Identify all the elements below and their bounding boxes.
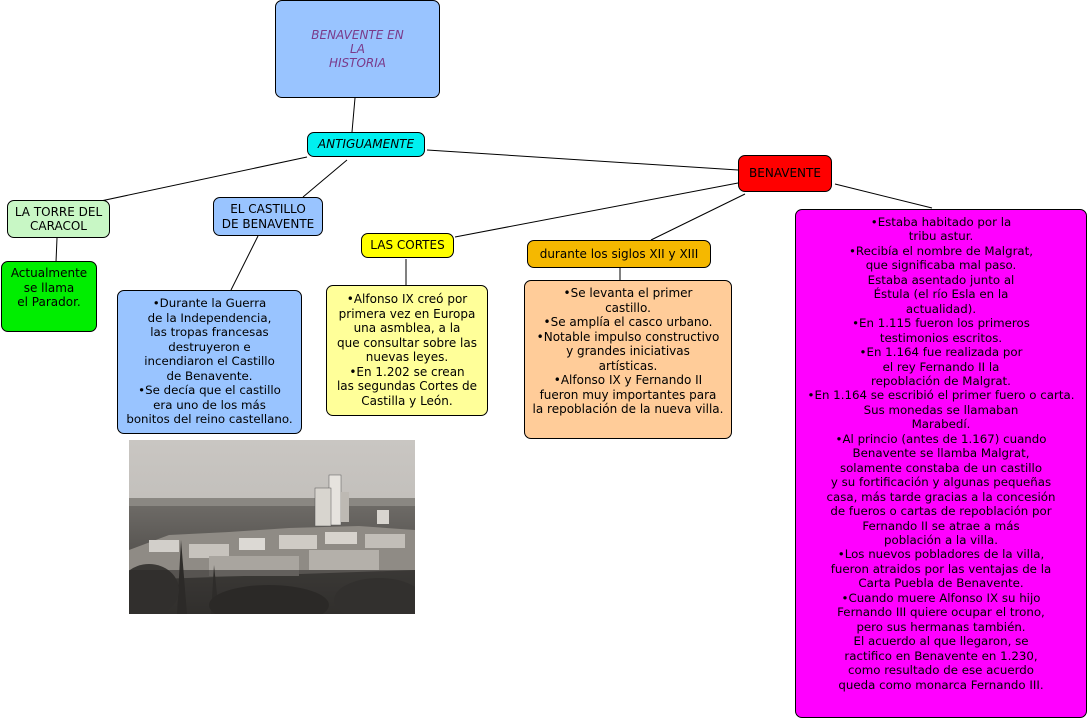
actualmente-node: Actualmente se llama el Parador. bbox=[1, 261, 97, 332]
connector-castillo-detail bbox=[230, 235, 259, 291]
siglos-detail-node: •Se levanta el primer castillo. •Se ampl… bbox=[524, 280, 732, 439]
connector-torre-actualmente bbox=[55, 237, 58, 263]
benavente-photo bbox=[129, 440, 415, 614]
castillo-detail-node: •Durante la Guerra de la Independencia, … bbox=[117, 290, 302, 434]
cortes-detail-node: •Alfonso IX creó por primera vez en Euro… bbox=[326, 285, 488, 416]
benavente-detail-node: •Estaba habitado por la tribu astur. •Re… bbox=[795, 209, 1087, 718]
connector-antiguamente-benavente bbox=[426, 149, 739, 171]
antiguamente-node: ANTIGUAMENTE bbox=[307, 132, 425, 157]
connector-benavente-siglos bbox=[650, 193, 746, 241]
connector-antiguamente-castillo bbox=[302, 159, 348, 198]
castillo-node: EL CASTILLO DE BENAVENTE bbox=[213, 197, 323, 236]
benavente-node: BENAVENTE bbox=[738, 155, 832, 192]
connector-title-antiguamente bbox=[351, 97, 356, 133]
title-node: BENAVENTE EN LA HISTORIA bbox=[275, 0, 440, 98]
connector-benavente-detail bbox=[834, 183, 933, 209]
siglos-node: durante los siglos XII y XIII bbox=[527, 240, 711, 268]
connector-antiguamente-torre bbox=[81, 156, 308, 206]
torre-caracol-node: LA TORRE DEL CARACOL bbox=[7, 200, 110, 238]
connector-benavente-cortes bbox=[454, 182, 739, 238]
cortes-node: LAS CORTES bbox=[361, 233, 454, 258]
